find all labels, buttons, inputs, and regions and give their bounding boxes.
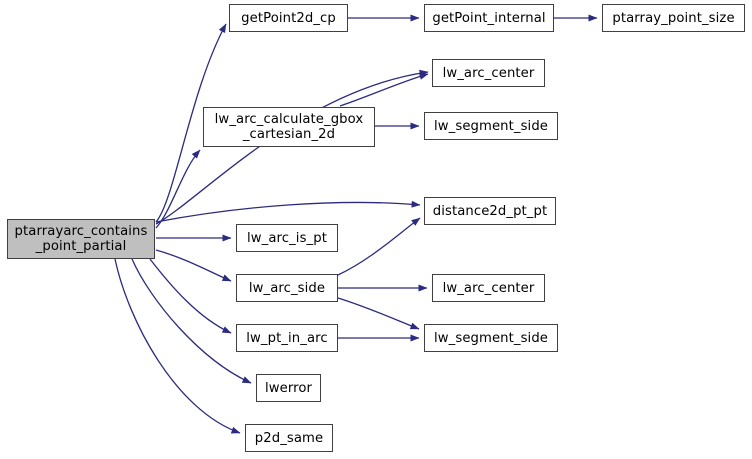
edge-root-to-gbox2d: [155, 149, 201, 229]
edge-root-to-lwerror: [131, 258, 252, 384]
node-label-lwerror: lwerror: [264, 380, 313, 396]
edge-gbox2d-to-arc_center_1: [339, 72, 429, 107]
node-label-getpoint_int: getPoint_internal: [432, 10, 546, 26]
node-label-arc_center_2: lw_arc_center: [442, 280, 535, 296]
edge-root-to-getpoint2d_cp: [155, 23, 227, 223]
node-label-seg_side_1: lw_segment_side: [434, 118, 548, 134]
node-pt_in_arc[interactable]: lw_pt_in_arc: [236, 324, 338, 352]
node-label-arc_is_pt: lw_arc_is_pt: [247, 230, 327, 246]
node-label-seg_side_2: lw_segment_side: [434, 330, 548, 346]
node-label-arc_side: lw_arc_side: [248, 280, 326, 296]
node-label-root: ptarrayarc_contains _point_partial: [14, 224, 148, 254]
node-lwerror[interactable]: lwerror: [256, 374, 321, 402]
node-ptarray_psize[interactable]: ptarray_point_size: [602, 4, 745, 32]
edge-arc_side-to-seg_side_2: [337, 297, 420, 330]
node-getpoint_int[interactable]: getPoint_internal: [424, 4, 554, 32]
node-seg_side_2[interactable]: lw_segment_side: [424, 324, 558, 352]
node-seg_side_1[interactable]: lw_segment_side: [424, 112, 558, 140]
node-label-dist2d: distance2d_pt_pt: [432, 203, 548, 219]
node-label-arc_center_1: lw_arc_center: [442, 65, 535, 81]
node-gbox2d[interactable]: lw_arc_calculate_gbox _cartesian_2d: [203, 107, 375, 147]
node-label-pt_in_arc: lw_pt_in_arc: [246, 330, 328, 346]
edge-root-to-arc_center_1: [155, 69, 429, 225]
edge-arc_side-to-dist2d: [337, 217, 421, 276]
node-arc_center_1[interactable]: lw_arc_center: [432, 59, 545, 87]
node-label-gbox2d: lw_arc_calculate_gbox _cartesian_2d: [214, 112, 364, 142]
edge-root-to-pt_in_arc: [149, 258, 232, 334]
node-label-ptarray_psize: ptarray_point_size: [612, 10, 735, 26]
node-arc_is_pt[interactable]: lw_arc_is_pt: [236, 224, 338, 252]
edge-root-to-dist2d: [155, 200, 421, 223]
node-arc_center_2[interactable]: lw_arc_center: [432, 274, 545, 302]
edge-root-to-p2d_same: [114, 258, 241, 434]
node-root[interactable]: ptarrayarc_contains _point_partial: [7, 219, 155, 259]
node-getpoint2d_cp[interactable]: getPoint2d_cp: [229, 4, 348, 32]
node-label-p2d_same: p2d_same: [254, 430, 324, 446]
node-label-getpoint2d_cp: getPoint2d_cp: [241, 10, 336, 26]
node-p2d_same[interactable]: p2d_same: [245, 424, 333, 452]
node-dist2d[interactable]: distance2d_pt_pt: [424, 197, 556, 225]
edges: [114, 14, 598, 434]
edge-root-to-arc_side: [155, 249, 232, 282]
node-arc_side[interactable]: lw_arc_side: [236, 274, 338, 302]
